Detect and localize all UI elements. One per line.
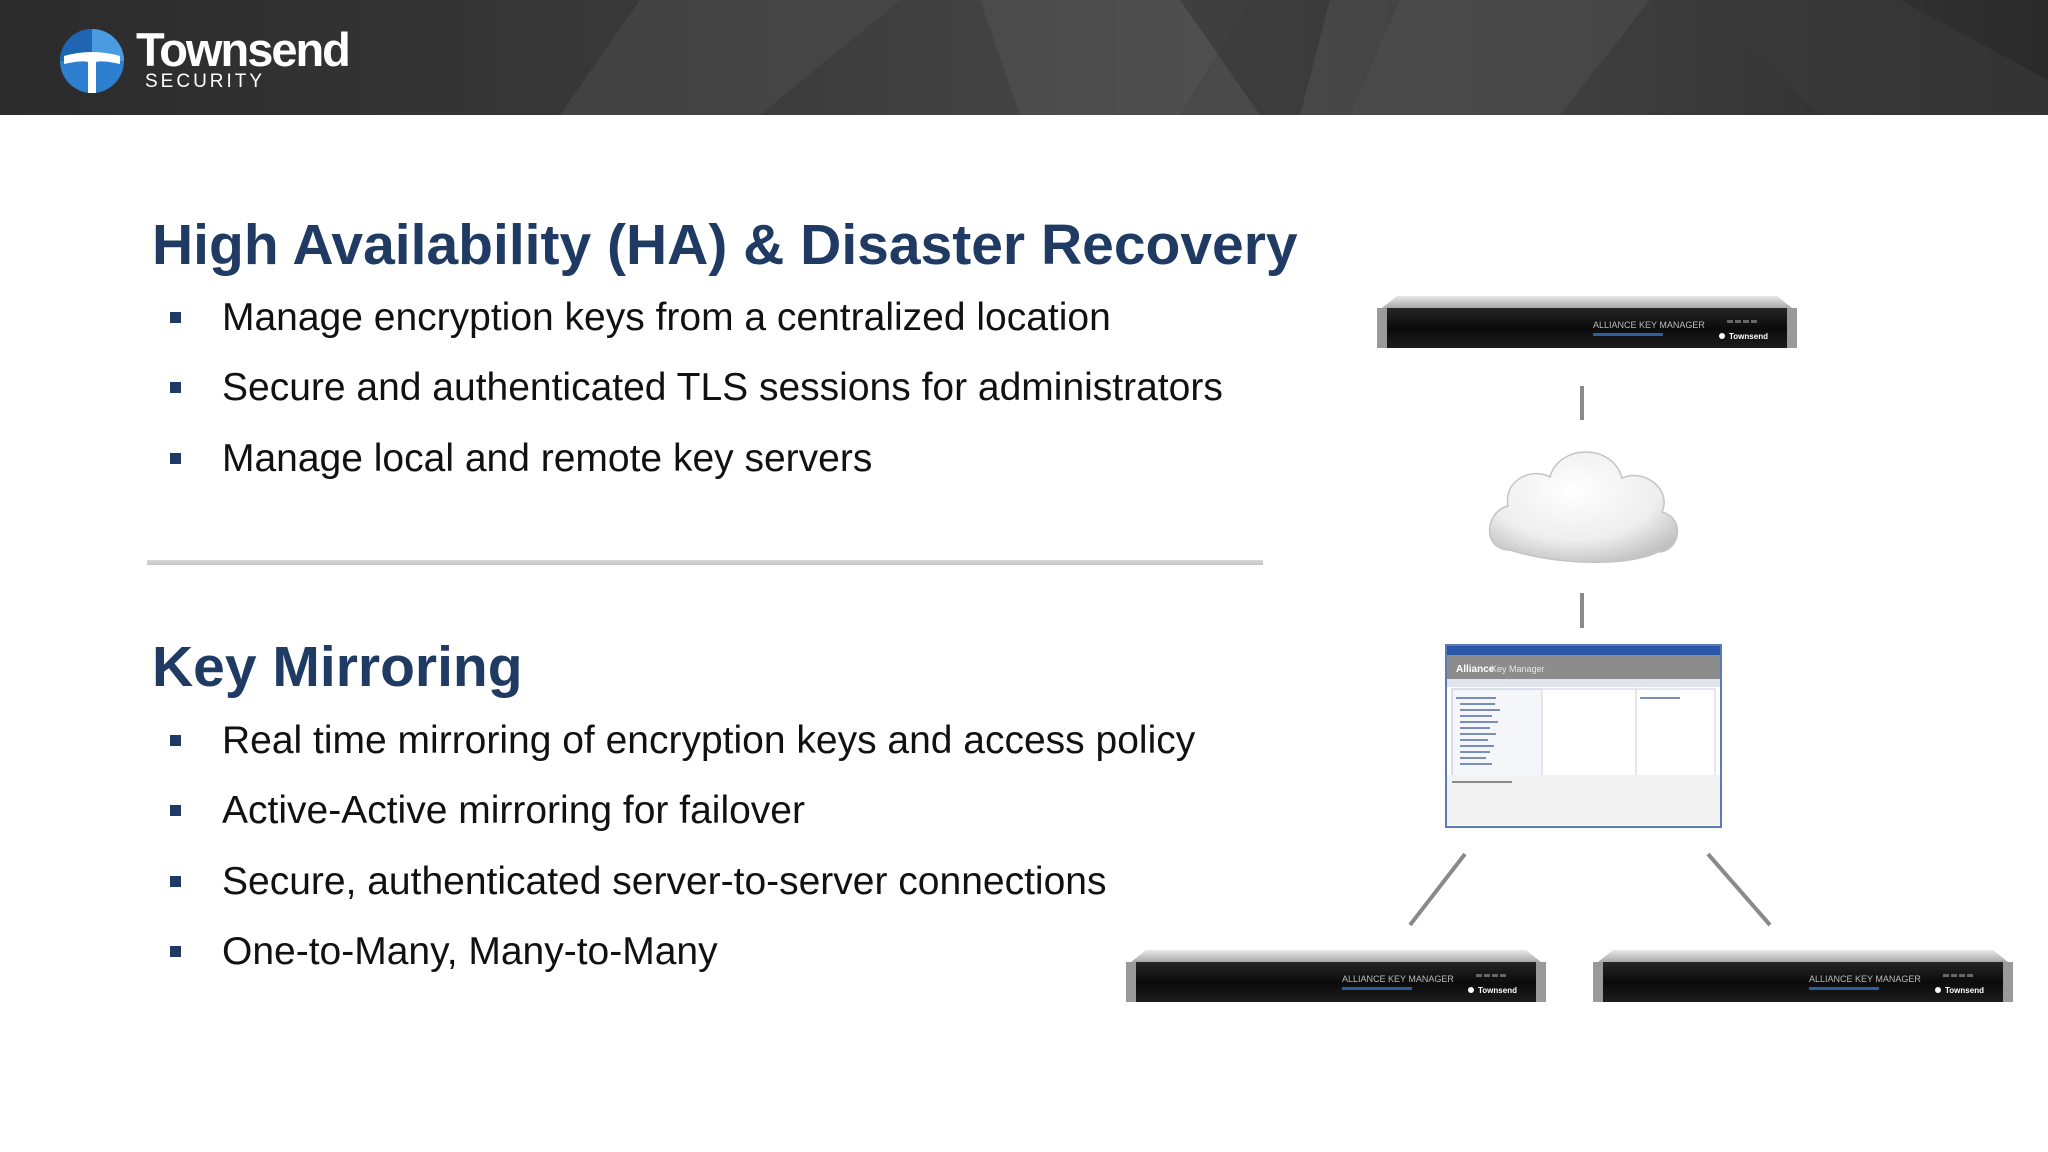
server-label: ALLIANCE KEY MANAGER — [1809, 974, 1921, 984]
server-label: ALLIANCE KEY MANAGER — [1593, 320, 1705, 330]
server-brand: Townsend — [1945, 986, 1984, 995]
server-appliance-icon: ALLIANCE KEY MANAGER Townsend — [1377, 296, 1797, 348]
bullet-square-icon — [170, 946, 181, 957]
bullet-square-icon — [170, 735, 181, 746]
section-divider — [147, 560, 1263, 565]
app-subtitle: Key Manager — [1491, 664, 1545, 674]
bullet-text: Real time mirroring of encryption keys a… — [222, 719, 1196, 762]
server-appliance-icon: ALLIANCE KEY MANAGER Townsend — [1593, 950, 2013, 1002]
bullet-square-icon — [170, 312, 181, 323]
brand-subtitle: SECURITY — [145, 71, 266, 92]
bullet-text: Secure, authenticated server-to-server c… — [222, 860, 1107, 903]
bullet-text: Active-Active mirroring for failover — [222, 789, 805, 832]
section-title-high-availability: High Availability (HA) & Disaster Recove… — [152, 213, 1298, 277]
bullet-square-icon — [170, 876, 181, 887]
bullet-text: Secure and authenticated TLS sessions fo… — [222, 366, 1223, 409]
bullet-square-icon — [170, 453, 181, 464]
cloud-icon — [1488, 451, 1679, 563]
connector-line — [1408, 852, 1467, 927]
server-label: ALLIANCE KEY MANAGER — [1342, 974, 1454, 984]
bullet-text: Manage encryption keys from a centralize… — [222, 296, 1111, 339]
banner-background-pattern — [560, 0, 2048, 115]
section-title-key-mirroring: Key Mirroring — [152, 635, 523, 699]
server-brand: Townsend — [1478, 986, 1517, 995]
townsend-logo-icon — [60, 29, 124, 93]
brand-name: Townsend — [136, 23, 351, 76]
bullet-square-icon — [170, 382, 181, 393]
bullet-text: One-to-Many, Many-to-Many — [222, 930, 718, 973]
header-banner: Townsend SECURITY — [0, 0, 2048, 115]
bullet-text: Manage local and remote key servers — [222, 437, 873, 480]
connector-line — [1706, 852, 1772, 927]
app-window-icon: Alliance Key Manager — [1445, 644, 1722, 828]
app-title: Alliance — [1456, 664, 1495, 675]
bullet-square-icon — [170, 805, 181, 816]
server-appliance-icon: ALLIANCE KEY MANAGER Townsend — [1126, 950, 1546, 1002]
server-brand: Townsend — [1729, 332, 1768, 341]
